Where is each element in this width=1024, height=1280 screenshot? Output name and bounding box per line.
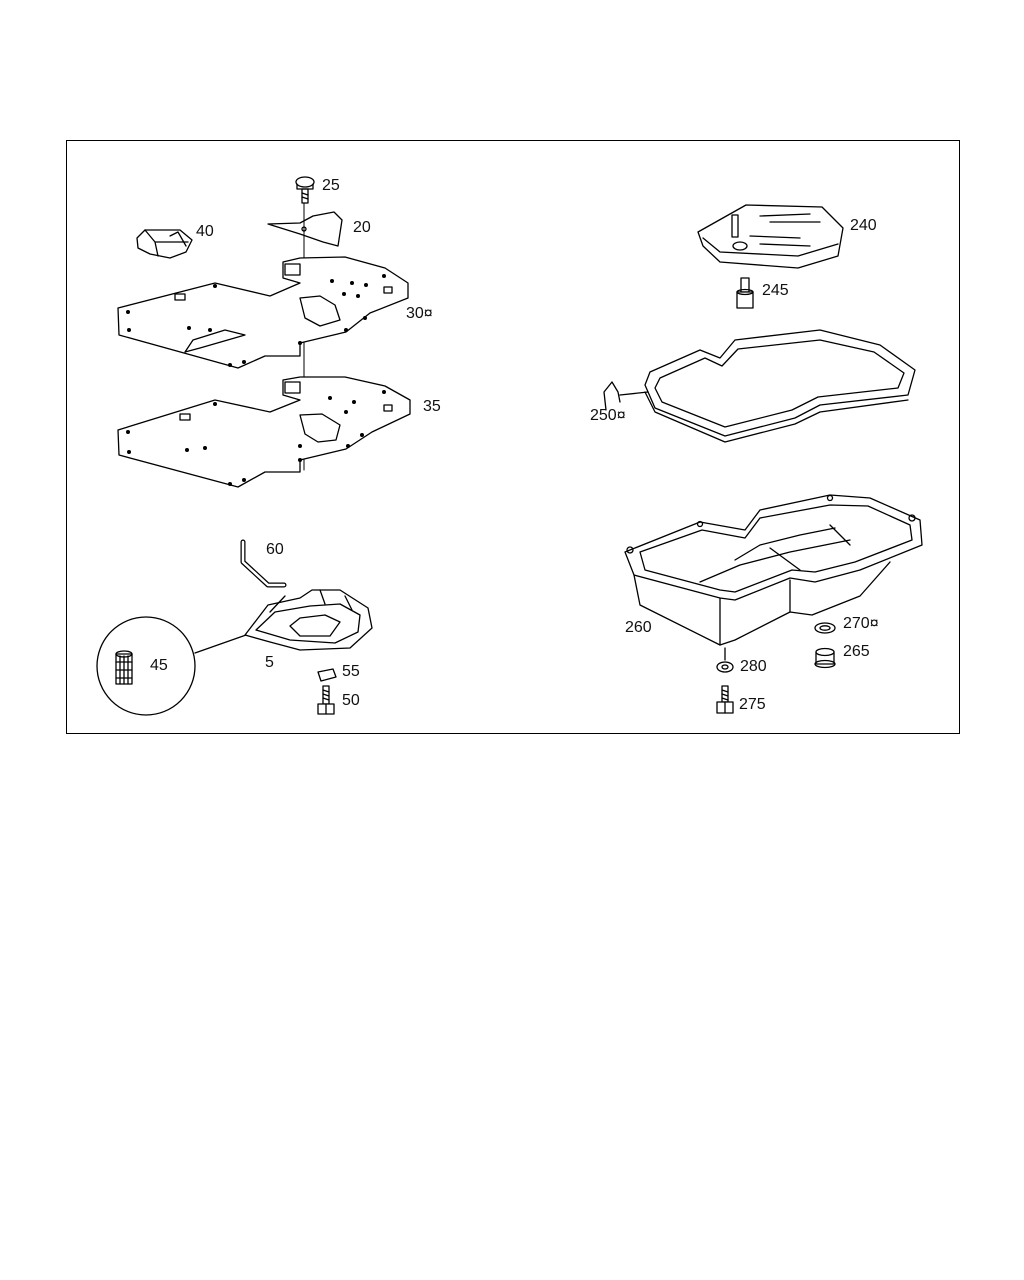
label-265: 265 [843,643,870,660]
plug-245-part [736,277,754,309]
valve-body-5-part [244,589,373,651]
label-25: 25 [322,177,340,194]
tube-60-part [240,539,287,588]
label-55: 55 [342,663,360,680]
washer-280-part [716,647,734,673]
gasket-250-part [603,329,916,443]
separator-plate-35-part [117,376,411,488]
washer-270-part [814,622,836,634]
label-20: 20 [353,219,371,236]
label-60: 60 [266,541,284,558]
label-280: 280 [740,658,767,675]
separator-plate-30-part [117,256,409,369]
connector-40-part [136,229,193,259]
label-245: 245 [762,282,789,299]
label-50: 50 [342,692,360,709]
washer-55-part [317,668,337,682]
label-260: 260 [625,619,652,636]
label-40: 40 [196,223,214,240]
label-45: 45 [150,657,168,674]
oil-pan-260-part [624,494,923,646]
plug-265-part [814,647,836,669]
label-240: 240 [850,217,877,234]
label-5: 5 [265,654,274,671]
label-250: 250¤ [590,407,626,424]
label-270: 270¤ [843,615,879,632]
filter-45-detail [96,616,247,716]
oil-filter-240-part [697,204,844,269]
diagram-frame [66,140,960,734]
label-30: 30¤ [406,305,433,322]
label-35: 35 [423,398,441,415]
bolt-275-part [716,685,734,714]
label-275: 275 [739,696,766,713]
screw-25-part [295,176,315,204]
bracket-plate-20-part [267,211,343,247]
bolt-50-part [317,685,335,715]
